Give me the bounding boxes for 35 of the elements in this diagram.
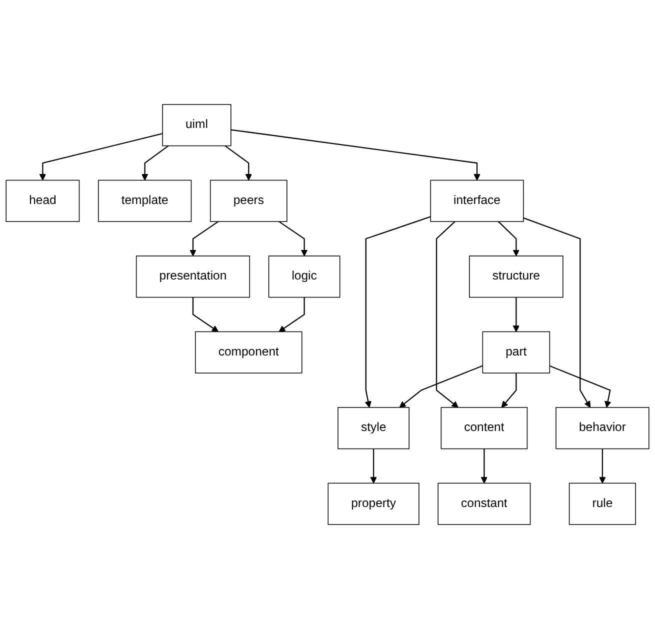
arrow [141, 145, 169, 181]
node-box: content [440, 407, 528, 450]
node-box: property [328, 482, 420, 525]
arrow [512, 297, 520, 332]
node-box: head [6, 180, 80, 222]
node-box: presentation [136, 256, 250, 298]
arrow [498, 221, 520, 256]
node-box: structure [469, 256, 564, 298]
node-box: rule [568, 482, 636, 525]
arrow [399, 365, 483, 408]
arrow [278, 297, 305, 332]
arrow [190, 221, 219, 256]
node-box: logic [268, 256, 340, 298]
arrow [549, 365, 612, 408]
arrow [230, 129, 480, 181]
arrow [501, 373, 517, 408]
node-box: template [98, 180, 192, 222]
arrow [364, 216, 431, 408]
node-box: interface [430, 180, 524, 222]
arrow [224, 145, 252, 181]
node-box: uiml [162, 104, 232, 146]
node-box: peers [210, 180, 288, 222]
arrow [436, 221, 458, 408]
node-box: part [482, 331, 550, 374]
arrow [39, 132, 163, 181]
arrow [370, 448, 377, 484]
arrow [480, 448, 488, 484]
node-box: constant [438, 482, 531, 525]
node-box: style [338, 407, 410, 450]
arrow [278, 221, 308, 256]
arrow [523, 217, 591, 408]
node-box: component [195, 331, 302, 374]
node-box: behavior [556, 407, 650, 450]
arrow [192, 297, 219, 332]
arrow [599, 448, 606, 484]
